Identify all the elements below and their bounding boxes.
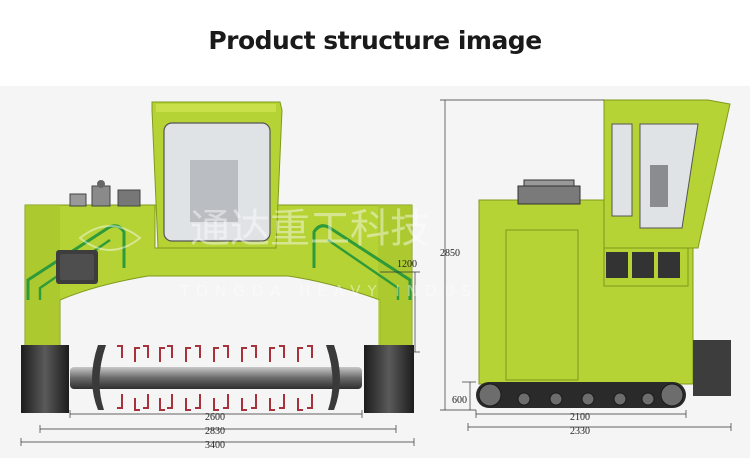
side-seat <box>650 165 668 207</box>
dim-600: 600 <box>452 395 467 406</box>
front-engine-part-left <box>91 185 111 207</box>
front-handrail-left <box>26 224 126 300</box>
front-dimensions <box>20 271 420 446</box>
front-spiral-blade-right <box>326 345 340 410</box>
side-window-2 <box>632 252 654 278</box>
watermark-cn: 通达重工科技 <box>190 206 430 252</box>
dim-2600: 2600 <box>205 412 225 423</box>
page-title: Product structure image <box>208 26 542 55</box>
side-dimensions <box>440 99 732 431</box>
front-leg-right <box>364 345 414 413</box>
dim-1200: 1200 <box>397 259 417 270</box>
front-leg-left <box>21 345 69 413</box>
side-window-3 <box>658 252 680 278</box>
side-rear-block <box>693 340 731 396</box>
dim-2850: 2850 <box>440 248 460 259</box>
front-filter-cap <box>97 180 105 188</box>
front-arm-left-shade <box>25 205 60 350</box>
side-engine <box>517 185 581 205</box>
watermark-logo <box>78 225 142 251</box>
side-door-panel <box>505 229 579 381</box>
front-view: 1200 2600 2830 3400 <box>20 101 420 451</box>
front-seat <box>190 160 238 222</box>
front-handrail-right <box>312 224 412 300</box>
front-exhaust <box>69 193 87 207</box>
front-tines <box>117 345 313 411</box>
front-arm-right-shade <box>378 205 412 350</box>
dim-2100: 2100 <box>570 412 590 423</box>
dim-2330: 2330 <box>570 426 590 437</box>
dim-2830: 2830 <box>205 426 225 437</box>
side-window-1 <box>606 252 628 278</box>
dim-3400: 3400 <box>205 440 225 451</box>
side-track-wheels <box>478 383 684 407</box>
side-cab-window-side <box>611 123 633 217</box>
watermark-en: TONGDA HEAVY INDUSTRY <box>179 282 527 300</box>
front-cab-roof <box>156 104 276 112</box>
front-rotor-shaft <box>70 367 362 389</box>
header: Product structure image <box>0 0 750 86</box>
front-spiral-blade-left <box>92 345 106 410</box>
side-track <box>476 382 686 408</box>
front-engine-part <box>117 189 141 207</box>
side-view: 2850 600 2100 2330 <box>440 99 732 437</box>
